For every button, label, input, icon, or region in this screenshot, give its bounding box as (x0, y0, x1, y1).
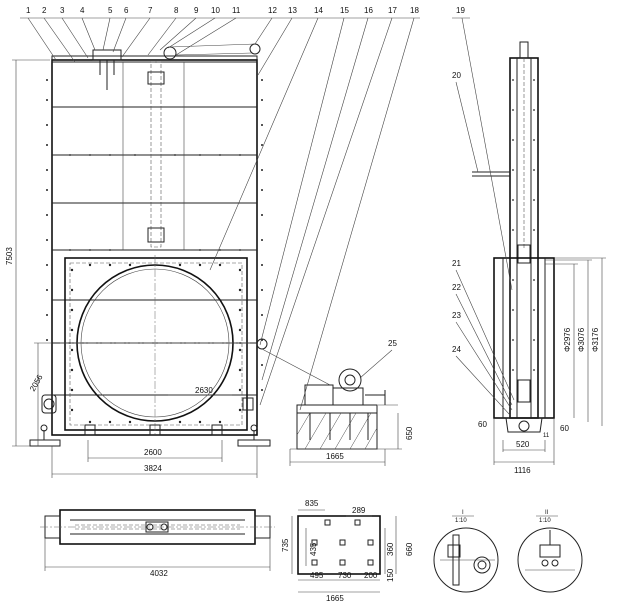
detail-2-circle (517, 527, 583, 593)
dim-360: 360 (386, 542, 395, 556)
dim-1665-motor: 1665 (326, 452, 344, 461)
dim-60-right: 60 (560, 424, 569, 433)
dim-4032: 4032 (150, 569, 168, 578)
motor-unit (290, 368, 398, 450)
part-20: 20 (452, 71, 461, 80)
dim-d3076: Φ3076 (577, 327, 586, 352)
part-25: 25 (388, 339, 397, 348)
detail-1-circle (433, 527, 499, 593)
dim-11: 11 (543, 433, 550, 439)
dim-435: 435 (309, 542, 318, 556)
dim-2630: 2630 (195, 386, 213, 395)
motor-base-plate (296, 404, 378, 414)
base-plan-outline (297, 515, 381, 575)
part-11: 11 (232, 6, 241, 15)
plan-actuator (145, 521, 169, 533)
body-bolts (70, 263, 242, 424)
side-bolts (512, 79, 535, 371)
part-9: 9 (194, 6, 199, 15)
part-13: 13 (288, 6, 297, 15)
gearbox (338, 368, 362, 392)
dim-660: 660 (405, 542, 414, 556)
part-10: 10 (211, 6, 220, 15)
part-16: 16 (364, 6, 373, 15)
dim-1116: 1116 (514, 466, 531, 475)
part-2: 2 (42, 6, 47, 15)
side-stem-top (519, 41, 529, 59)
dimension-lines (12, 59, 606, 593)
stem-nut (147, 71, 165, 85)
part-18: 18 (410, 6, 419, 15)
part-12: 12 (268, 6, 277, 15)
detail-1-label: I (462, 510, 464, 516)
dim-2600: 2600 (144, 448, 162, 457)
top-beam (51, 55, 258, 63)
joint-bolts (69, 154, 241, 344)
part-1: 1 (26, 6, 31, 15)
part-number-labels: 1 2 3 4 5 6 7 8 9 10 11 12 13 14 15 16 1… (26, 6, 465, 354)
pulley-right (249, 43, 261, 55)
plan-view (40, 509, 275, 545)
dim-835: 835 (305, 499, 319, 508)
detail-2 (517, 527, 583, 593)
detail-1-scale: 1:10 (455, 518, 467, 524)
part-22: 22 (452, 283, 461, 292)
gate-frame (51, 59, 258, 436)
detail-1 (433, 527, 499, 593)
part-24: 24 (452, 345, 461, 354)
dim-200: 200 (364, 571, 378, 580)
base-plan (297, 515, 381, 575)
dim-495: 495 (310, 571, 324, 580)
part-6: 6 (124, 6, 129, 15)
part-3: 3 (60, 6, 65, 15)
front-view (29, 43, 331, 447)
top-handwheel-block (92, 49, 122, 61)
dim-289: 289 (352, 506, 366, 515)
detail-2-label: II (545, 510, 549, 516)
part-5: 5 (108, 6, 113, 15)
foundation (296, 412, 378, 450)
pulley-top (163, 46, 177, 60)
part-7: 7 (148, 6, 153, 15)
valve-body (64, 257, 248, 431)
dim-520: 520 (516, 440, 530, 449)
dim-650: 650 (405, 426, 414, 440)
part-21: 21 (452, 259, 461, 268)
dimension-values: 7503 2056 2630 2600 3824 1665 650 Φ2976 … (5, 247, 600, 603)
part-23: 23 (452, 311, 461, 320)
leaders (20, 17, 515, 416)
part-14: 14 (314, 6, 323, 15)
dim-735: 735 (281, 538, 290, 552)
part-19: 19 (456, 6, 465, 15)
motor-body (304, 384, 334, 406)
edge-bolts (46, 79, 263, 391)
dim-150: 150 (386, 568, 395, 582)
dim-60-left: 60 (478, 420, 487, 429)
dim-d2976: Φ2976 (563, 327, 572, 352)
dim-2056: 2056 (28, 373, 45, 393)
part-17: 17 (388, 6, 397, 15)
part-8: 8 (174, 6, 179, 15)
detail-labels: I 1:10 II 1:10 (452, 510, 558, 524)
stem-coupling (147, 227, 165, 243)
part-4: 4 (80, 6, 85, 15)
detail-2-scale: 1:10 (539, 518, 551, 524)
dim-d3176: Φ3176 (591, 327, 600, 352)
side-view (472, 41, 555, 465)
dim-1665-base: 1665 (326, 594, 344, 603)
dim-730: 730 (338, 571, 352, 580)
dim-7503: 7503 (5, 247, 14, 265)
dim-3824: 3824 (144, 464, 162, 473)
part-15: 15 (340, 6, 349, 15)
